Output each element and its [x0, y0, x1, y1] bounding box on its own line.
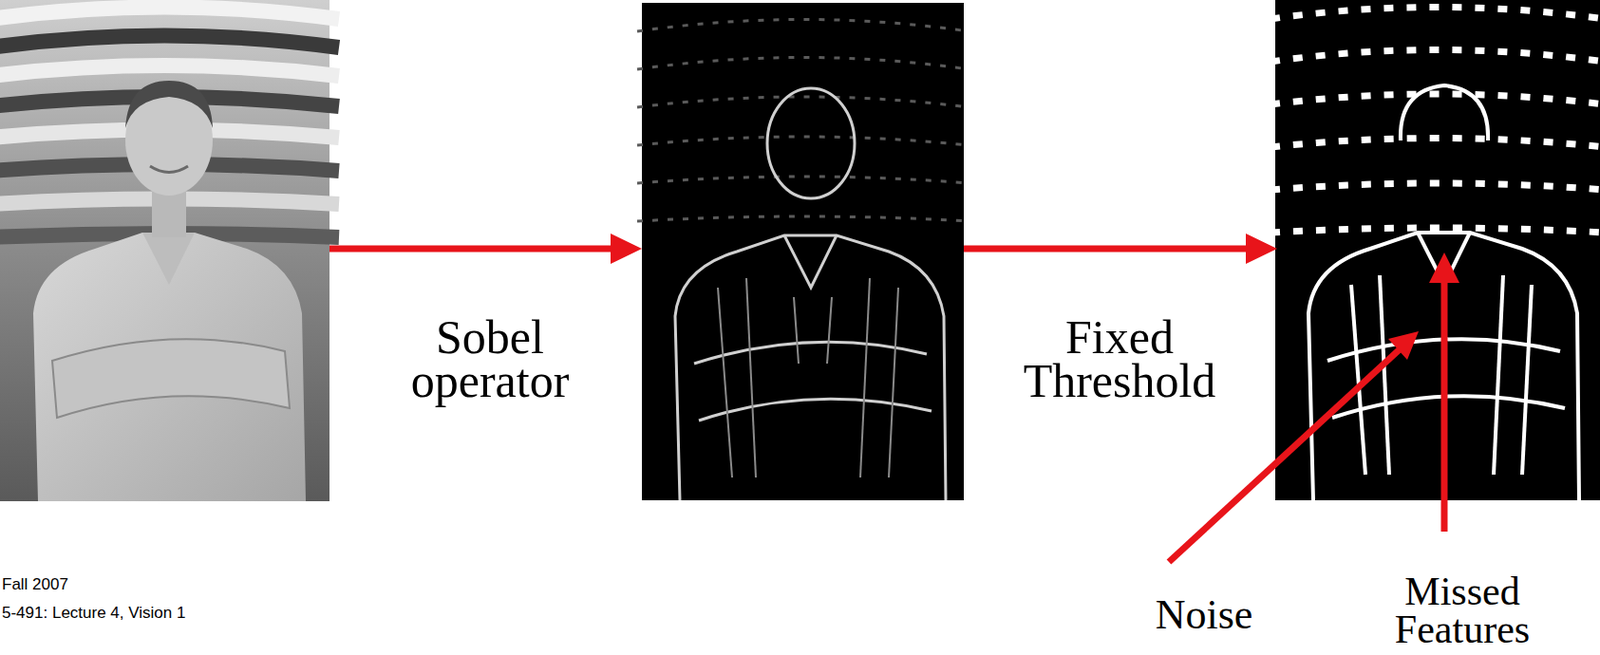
original-photo	[0, 0, 339, 502]
callout-label: Noise	[1109, 594, 1299, 637]
sobel-image	[637, 2, 969, 501]
callout-arrow	[1168, 252, 1460, 563]
step-label: Sobel operator	[371, 315, 609, 403]
footer-text: 5-491: Lecture 4, Vision 1	[1, 603, 186, 623]
callout-label: Missed Features	[1357, 572, 1567, 649]
footer-text: Fall 2007	[1, 575, 69, 595]
step-label: Fixed Threshold	[991, 315, 1248, 403]
process-arrow	[329, 233, 1278, 264]
